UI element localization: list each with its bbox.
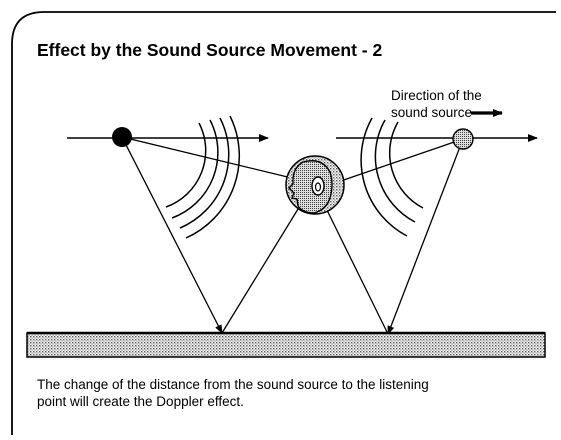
direction-label-line2: sound source	[391, 105, 472, 120]
sound-paths	[121, 136, 464, 335]
reflecting-floor	[26, 332, 546, 358]
right-sound-source	[452, 128, 474, 150]
reflection-path-right-up	[321, 199, 389, 335]
panel-border	[11, 11, 556, 436]
listener-head-icon	[285, 155, 345, 215]
caption-line2: point will create the Doppler effect.	[37, 394, 244, 409]
left-sound-waves	[165, 115, 240, 239]
caption-line1: The change of the distance from the soun…	[37, 377, 429, 392]
direction-label-line1: Direction of the	[391, 88, 482, 103]
right-sound-waves	[360, 117, 424, 237]
left-sound-source	[112, 127, 132, 147]
reflection-path-left-down	[121, 136, 223, 334]
reflection-path-right-down	[387, 138, 464, 335]
reflection-path-left-up	[221, 195, 307, 334]
direct-path-right	[331, 138, 464, 185]
diagram-title: Effect by the Sound Source Movement - 2	[37, 40, 382, 60]
direct-path-left	[121, 136, 301, 181]
